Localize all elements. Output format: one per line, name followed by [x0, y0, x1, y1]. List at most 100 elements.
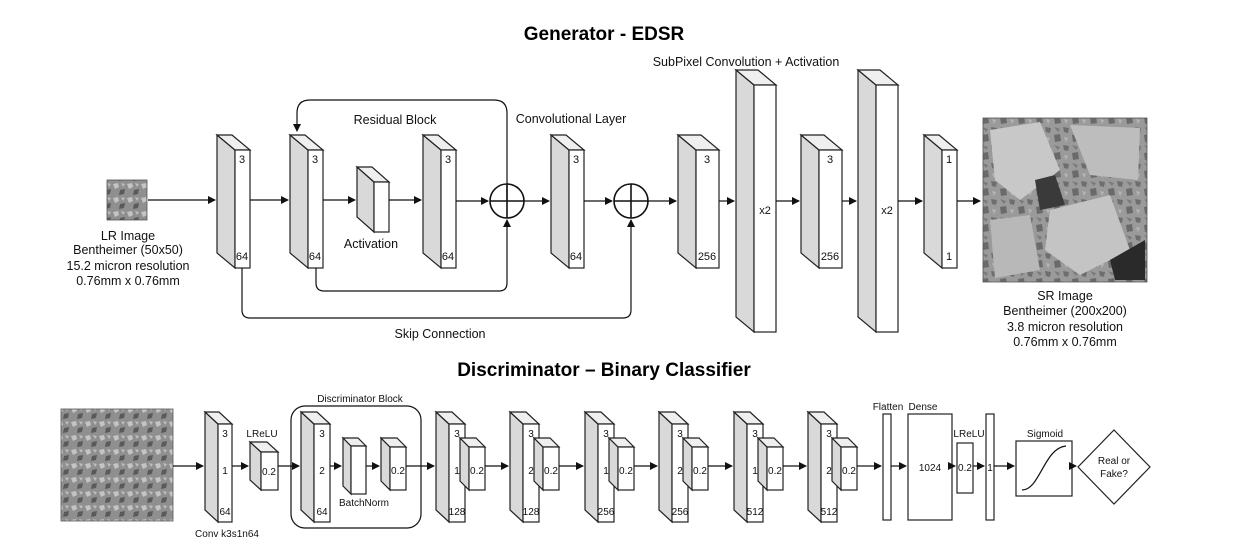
gen-layer-3-kernel: 3 — [445, 154, 451, 166]
disc-final-dense: 1 — [985, 413, 995, 521]
lr-image — [106, 179, 148, 221]
disc-lrelu-2-slope: 0.2 — [958, 463, 972, 474]
disc-block-lrelu-front — [389, 446, 407, 491]
disc-block-conv-side — [584, 410, 599, 524]
disc-block-filters: 128 — [523, 507, 540, 518]
disc-block-conv-side — [435, 410, 450, 524]
gen-layer-4-filters: 64 — [570, 251, 582, 263]
disc-block-stride: 2 — [677, 466, 683, 477]
discriminator-block-label: Discriminator Block — [317, 394, 404, 405]
disc-block-stride: 1 — [454, 466, 460, 477]
disc-block-kernel: 3 — [677, 429, 683, 440]
batchnorm-side — [342, 436, 352, 496]
lr-image-resolution: 15.2 micron resolution — [67, 259, 190, 273]
sigmoid-box — [1015, 440, 1073, 497]
gen-layer-1-filters: 64 — [236, 251, 248, 263]
flatten-layer — [882, 413, 892, 521]
disc-block-lrelu-slope: 0.2 — [544, 466, 558, 477]
gen-layer-1-kernel: 3 — [239, 154, 245, 166]
disc-block-conv-side — [658, 410, 673, 524]
disc-block-conv-front — [313, 423, 331, 523]
decision-diamond: Real or Fake? — [1077, 429, 1151, 505]
gen-layer-2-filters: 64 — [309, 251, 321, 263]
disc-block-lrelu-front — [617, 446, 635, 491]
gen-layer-3: 3 64 — [421, 133, 458, 270]
disc-block-lrelu-slope: 0.2 — [693, 466, 707, 477]
disc-block-kernel: 3 — [454, 429, 460, 440]
dense-layer: 1024 — [907, 413, 953, 521]
discriminator-title: Discriminator – Binary Classifier — [457, 360, 751, 381]
disc-block-lrelu-slope: 0.2 — [768, 466, 782, 477]
gen-layer-6-kernel: 3 — [827, 154, 833, 166]
sum-node-2 — [613, 183, 649, 219]
disc-lrelu-2: 0.2 — [956, 442, 974, 494]
disc-block-7: 3 2 512 0.2 — [806, 410, 859, 524]
batchnorm-box — [350, 445, 367, 495]
decision-line-2: Fake? — [1100, 469, 1128, 480]
disc-block-conv-side — [807, 410, 822, 524]
flatten-label: Flatten — [873, 402, 904, 413]
disc-block-kernel: 3 — [319, 429, 325, 440]
gen-layer-5: 3 256 — [676, 133, 721, 270]
dense-units: 1024 — [919, 463, 942, 474]
lr-image-size: Bentheimer (50x50) — [73, 243, 183, 257]
disc-block-6: 3 1 512 0.2 — [732, 410, 785, 524]
gen-layer-6: 3 256 — [799, 133, 844, 270]
disc-block-stride: 2 — [826, 466, 832, 477]
conv-label: Conv k3s1n64 — [195, 529, 259, 540]
disc-lrelu-1-slope: 0.2 — [262, 467, 276, 478]
disc-block-stride: 2 — [319, 466, 325, 477]
disc-block-lrelu-slope: 0.2 — [842, 466, 856, 477]
subpixel-layer-1: x2 — [734, 68, 778, 334]
gen-layer-5-kernel: 3 — [704, 154, 710, 166]
activation-box — [355, 165, 391, 234]
disc-block-kernel: 3 — [752, 429, 758, 440]
disc-block-conv-side — [733, 410, 748, 524]
disc-block-lrelu-front — [691, 446, 709, 491]
disc-block-lrelu-front — [468, 446, 486, 491]
sr-image-size: Bentheimer (200x200) — [1003, 304, 1127, 318]
sigmoid-label: Sigmoid — [1027, 429, 1063, 440]
skip-connection-label: Skip Connection — [394, 327, 485, 341]
batchnorm-label: BatchNorm — [339, 498, 389, 509]
disc-conv-1-filters: 64 — [219, 507, 231, 518]
disc-block-kernel: 3 — [603, 429, 609, 440]
disc-block-stride: 1 — [752, 466, 758, 477]
subpixel-2-scale: x2 — [881, 205, 893, 217]
disc-block-stride: 2 — [528, 466, 534, 477]
gen-layer-2: 3 64 — [288, 133, 325, 270]
generator-title: Generator - EDSR — [524, 24, 685, 45]
disc-block-filters: 512 — [821, 507, 838, 518]
gen-layer-6-filters: 256 — [821, 251, 839, 263]
lrelu2-label: LReLU — [953, 429, 984, 440]
disc-conv-1-stride: 1 — [222, 466, 228, 477]
discriminator-blocks: 32640.2311280.2321280.2312560.2322560.23… — [299, 410, 859, 524]
lr-image-extent: 0.76mm x 0.76mm — [76, 274, 180, 288]
disc-block-5: 3 2 256 0.2 — [657, 410, 710, 524]
disc-block-lrelu-front — [766, 446, 784, 491]
disc-block-filters: 256 — [598, 507, 615, 518]
gen-layer-7-filters: 1 — [946, 251, 952, 263]
subpixel-label: SubPixel Convolution + Activation — [653, 55, 840, 69]
gen-layer-2-kernel: 3 — [312, 154, 318, 166]
disc-block-filters: 512 — [747, 507, 764, 518]
disc-block-stride: 1 — [603, 466, 609, 477]
disc-input-image — [60, 408, 174, 522]
lrelu-label: LReLU — [246, 429, 277, 440]
disc-block-filters: 256 — [672, 507, 689, 518]
disc-final-dense-units: 1 — [987, 463, 993, 474]
lr-image-label: LR Image — [101, 229, 155, 243]
disc-block-filters: 128 — [449, 507, 466, 518]
gen-layer-7-kernel: 1 — [946, 154, 952, 166]
activation-label: Activation — [344, 237, 398, 251]
decision-line-1: Real or — [1098, 456, 1131, 467]
gen-layer-4: 3 64 — [549, 133, 586, 270]
disc-block-kernel: 3 — [826, 429, 832, 440]
sr-image-label: SR Image — [1037, 289, 1093, 303]
gen-layer-3-filters: 64 — [442, 251, 454, 263]
